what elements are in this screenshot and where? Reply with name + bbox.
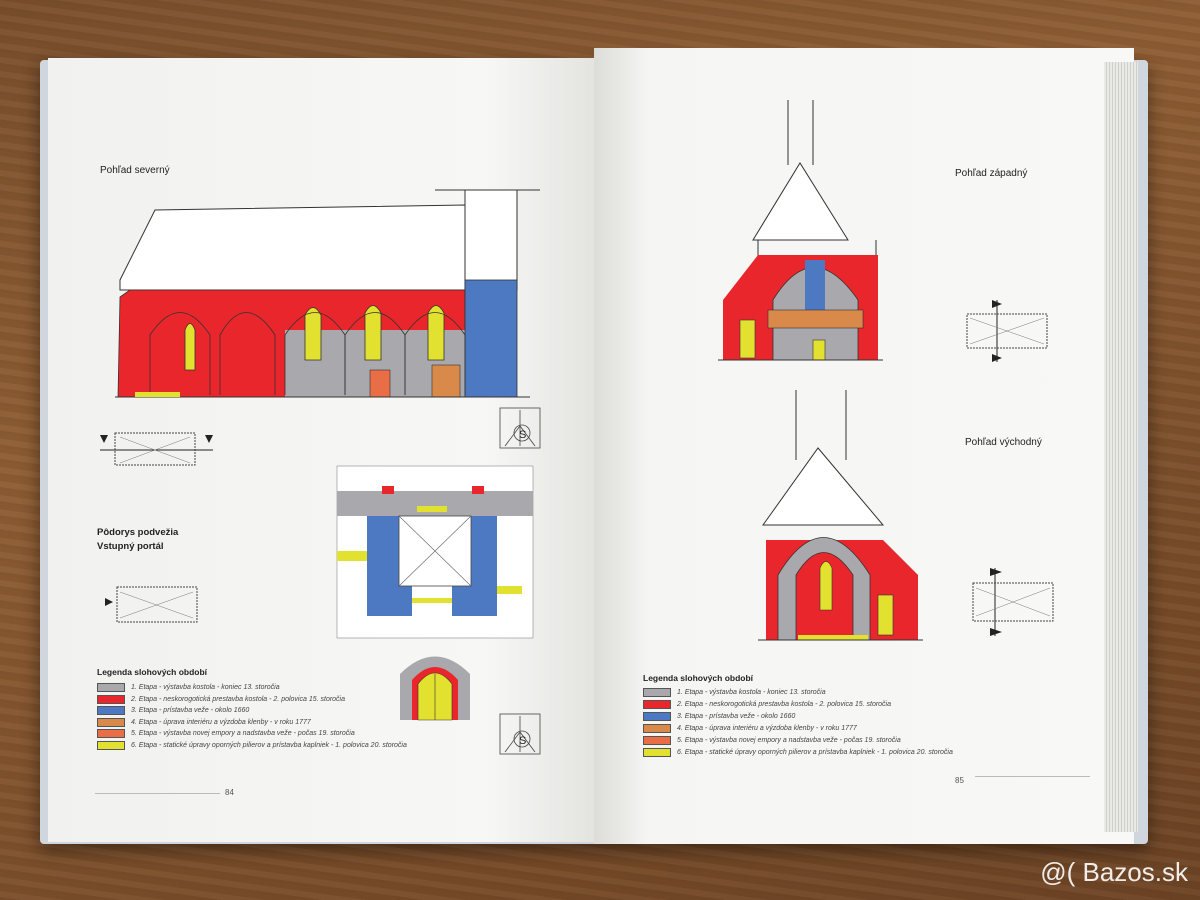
legend-label: 6. Etapa - statické úpravy oporných pili… (677, 749, 953, 756)
compass-letter: S (519, 429, 526, 441)
legend-swatch (643, 724, 671, 733)
legend-swatch (643, 688, 671, 697)
west-plan-icon (966, 300, 1048, 362)
floor-plan-small-icon (105, 586, 198, 623)
compass-icon: S (499, 407, 541, 449)
legend-swatch (643, 736, 671, 745)
legend-row: 3. Etapa - prístavba veže - okolo 1660 (643, 712, 795, 721)
legend-label: 3. Etapa - prístavba veže - okolo 1660 (131, 707, 250, 714)
legend-row: 6. Etapa - statické úpravy oporných pili… (643, 748, 953, 757)
view-north-title: Pohľad severný (100, 165, 170, 176)
footer-rule-left (95, 793, 220, 794)
view-east-title: Pohľad východný (965, 437, 1042, 448)
legend-swatch (643, 712, 671, 721)
west-elevation-drawing (718, 100, 883, 361)
tower-floor-plan (336, 465, 534, 639)
legend-label: 4. Etapa - úprava interiéru a výzdoba kl… (677, 725, 857, 732)
legend-row: 5. Etapa - výstavba novej empory a nadst… (643, 736, 901, 745)
legend-swatch (97, 740, 125, 750)
legend-row: 5. Etapa - výstavba novej empory a nadst… (97, 729, 355, 738)
legend-swatch (97, 683, 125, 692)
watermark: @( Bazos.sk (1040, 857, 1188, 887)
legend-title-right: Legenda slohových období (643, 673, 754, 683)
north-elevation-drawing (115, 189, 540, 398)
north-plan-icon (100, 432, 213, 466)
legend-label: 5. Etapa - výstavba novej empory a nadst… (677, 737, 901, 744)
legend-label: 5. Etapa - výstavba novej empory a nadst… (131, 730, 355, 737)
compass-letter-2: S (519, 735, 526, 747)
legend-row: 2. Etapa - neskorogotická prestavba kost… (97, 694, 346, 704)
portal-title: Vstupný portál (97, 541, 164, 552)
compass-icon-2: S (499, 713, 541, 755)
legend-label: 1. Etapa - výstavba kostola - koniec 13.… (677, 689, 826, 696)
legend-label: 2. Etapa - neskorogotická prestavba kost… (131, 695, 346, 703)
legend-label: 1. Etapa - výstavba kostola - koniec 13.… (131, 684, 280, 691)
page-number-left: 84 (225, 788, 234, 797)
legend-swatch (97, 694, 125, 704)
page-edges (1104, 62, 1138, 832)
legend-label: 3. Etapa - prístavba veže - okolo 1660 (677, 713, 796, 720)
legend-row: 2. Etapa - neskorogotická prestavba kost… (643, 700, 891, 709)
legend-row: 1. Etapa - výstavba kostola - koniec 13.… (643, 688, 826, 697)
legend-label: 2. Etapa - neskorogotická prestavba kost… (677, 701, 892, 708)
portal-drawing (400, 656, 470, 721)
legend-swatch (643, 700, 671, 709)
legend-swatch (97, 717, 125, 727)
floor-plan-title: Pôdorys podvežia (97, 527, 179, 538)
view-west-title: Pohľad západný (955, 168, 1028, 179)
legend-swatch (97, 729, 125, 738)
legend-label: 6. Etapa - statické úpravy oporných pili… (131, 741, 407, 749)
east-plan-icon (972, 568, 1054, 636)
legend-row: 1. Etapa - výstavba kostola - koniec 13.… (97, 683, 280, 692)
legend-swatch (97, 706, 125, 715)
legend-row: 6. Etapa - statické úpravy oporných pili… (97, 740, 407, 750)
legend-label: 4. Etapa - úprava interiéru a výzdoba kl… (131, 718, 311, 726)
legend-row: 4. Etapa - úprava interiéru a výzdoba kl… (97, 717, 311, 727)
legend-row: 4. Etapa - úprava interiéru a výzdoba kl… (643, 724, 857, 733)
right-page (594, 48, 1134, 844)
page-number-right: 85 (955, 776, 964, 785)
legend-row: 3. Etapa - prístavba veže - okolo 1660 (97, 706, 249, 715)
footer-rule-right (975, 776, 1090, 777)
east-elevation-drawing (758, 390, 923, 641)
legend-swatch (643, 748, 671, 757)
legend-title-left: Legenda slohových období (97, 667, 208, 677)
